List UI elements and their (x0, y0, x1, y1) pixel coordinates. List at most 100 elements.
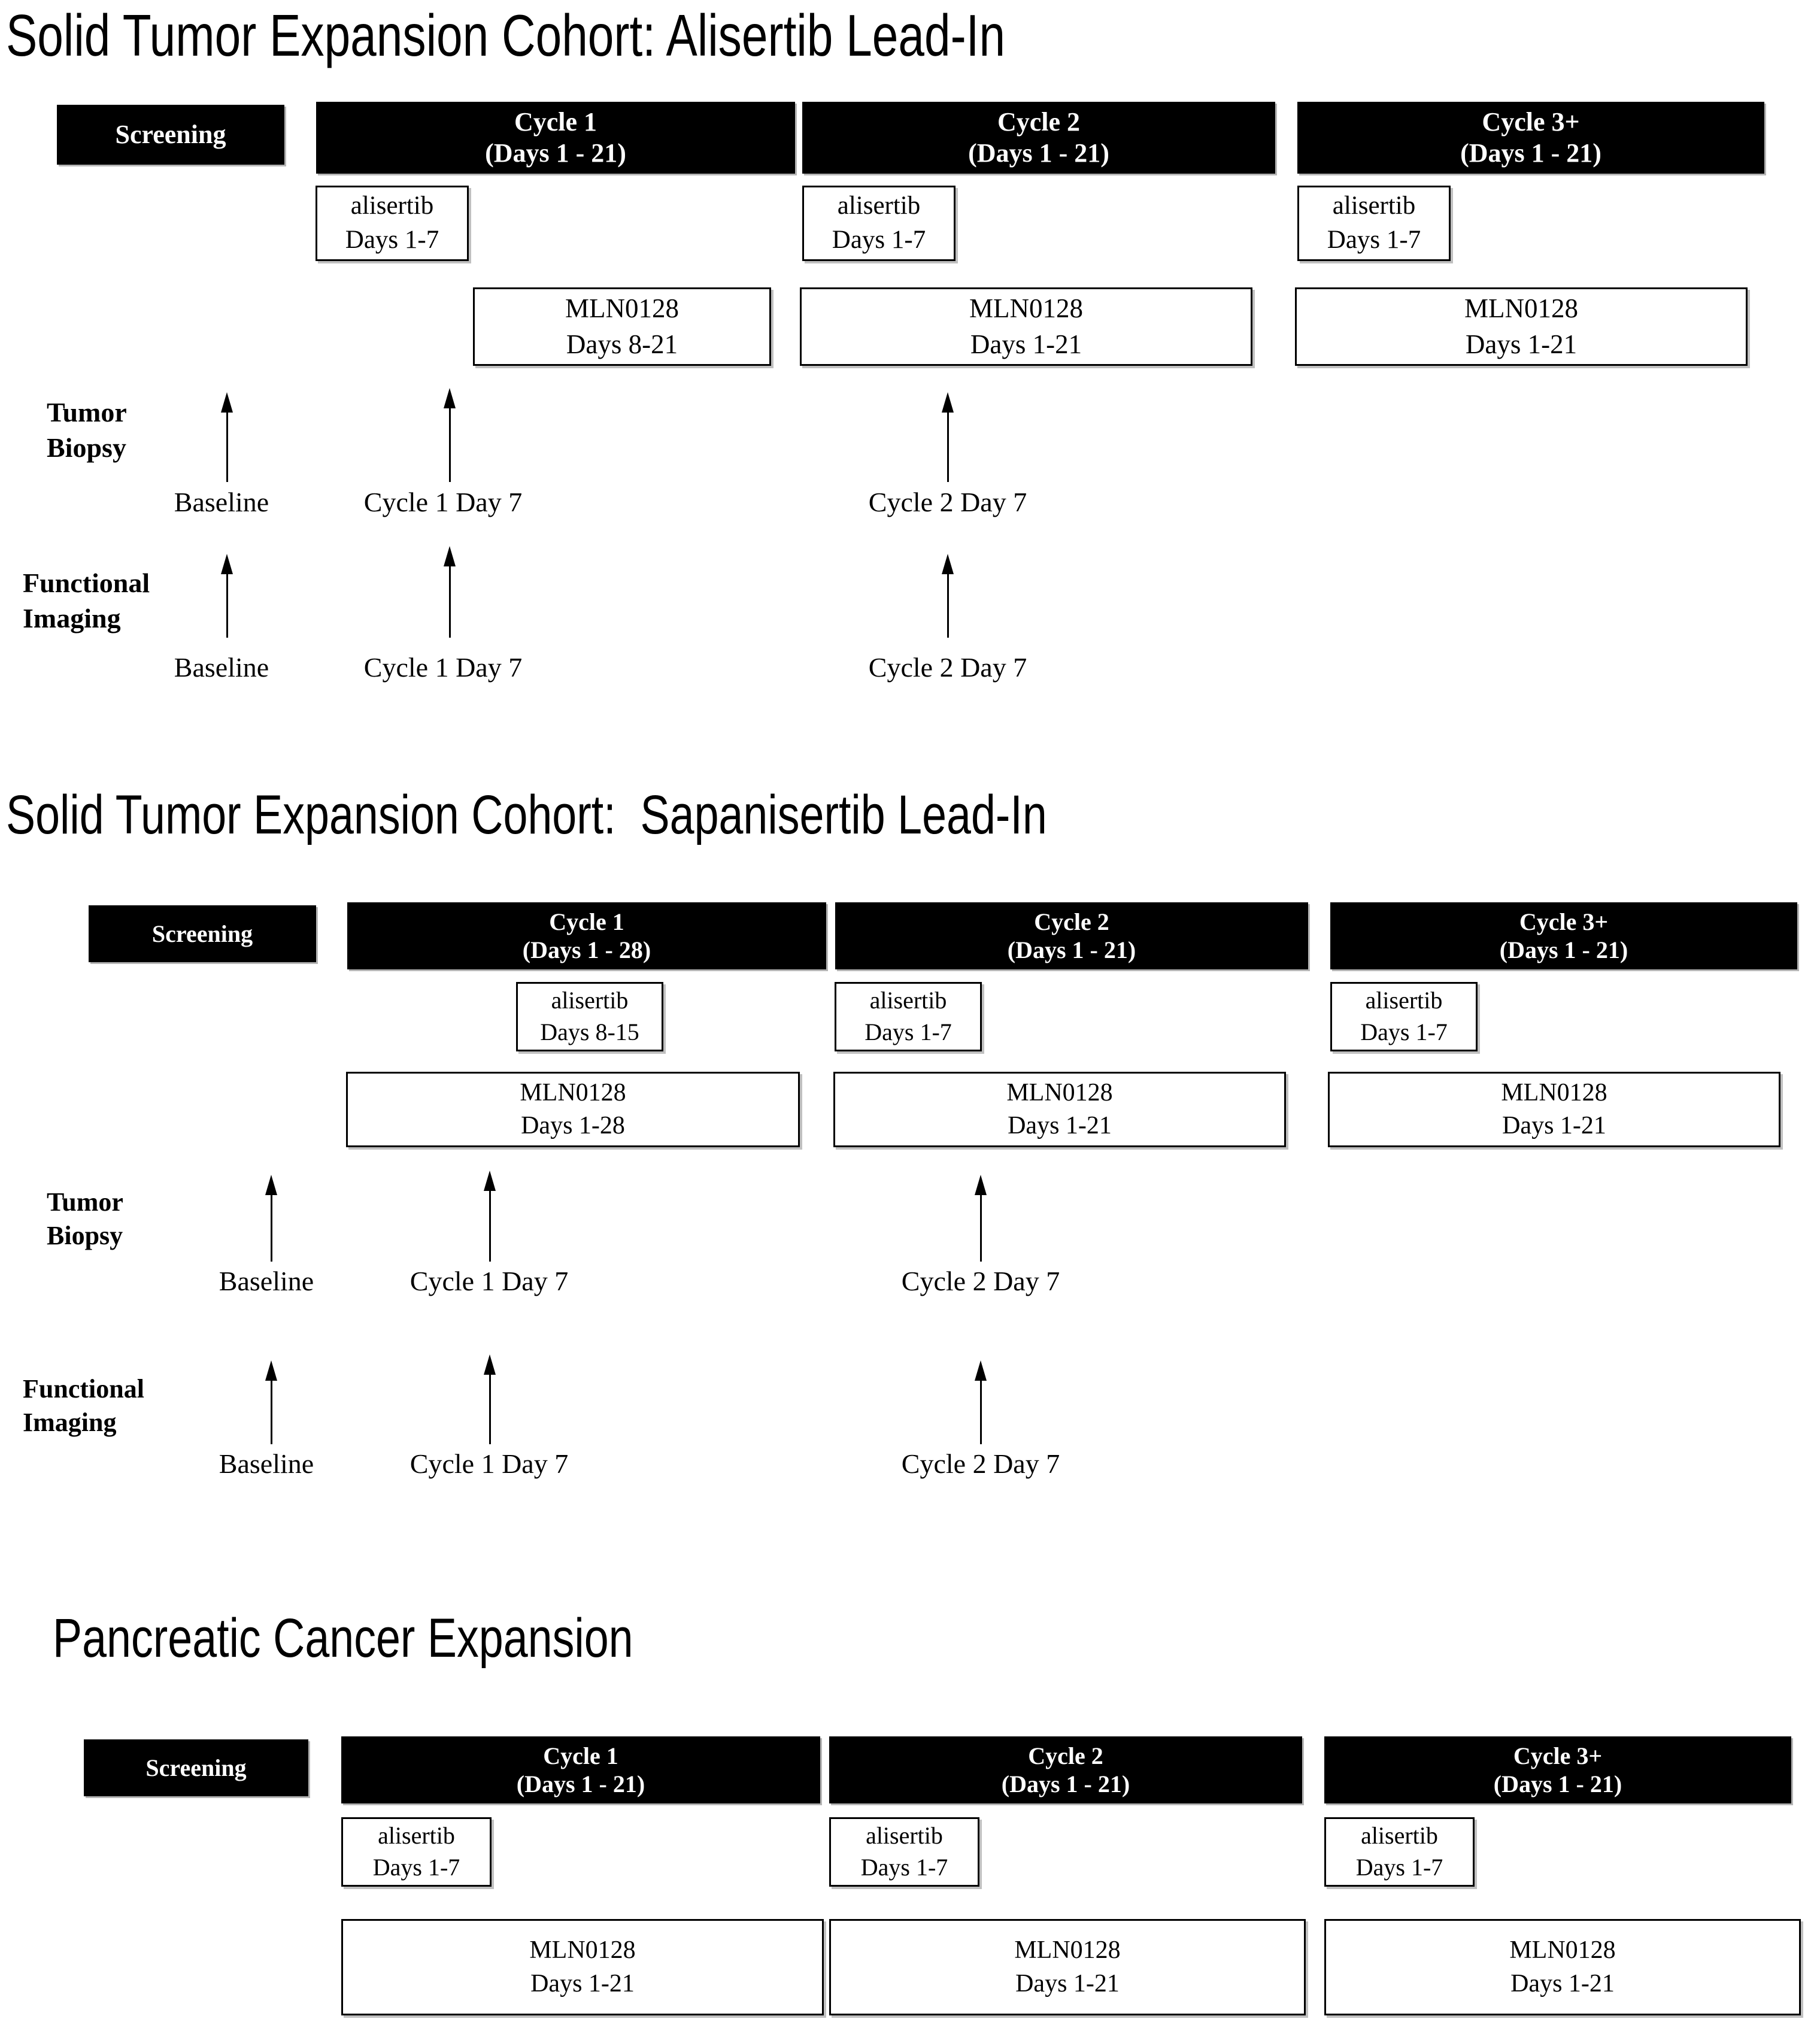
alisertib-days-1-1: Days 1-7 (345, 226, 439, 254)
arrowhead-icon (265, 1175, 277, 1195)
arrow-shaft (980, 1186, 982, 1262)
cycle-header-box-1-3: Cycle 3+ (Days 1 - 21) (1297, 102, 1764, 174)
section-title-sapanisertib: Solid Tumor Expansion Cohort: Sapanisert… (6, 784, 1047, 845)
tumor-biopsy-arrow-1-c1d7 (442, 388, 457, 482)
section-title-pancreatic: Pancreatic Cancer Expansion (53, 1608, 633, 1669)
mln0128-name-3-2: MLN0128 (1014, 1936, 1121, 1965)
arrowhead-icon (221, 554, 233, 574)
cycle-header-box-3-2: Cycle 2 (Days 1 - 21) (829, 1736, 1302, 1803)
alisertib-days-3-3: Days 1-7 (1355, 1854, 1443, 1881)
alisertib-name-1-3: alisertib (1332, 192, 1416, 220)
alisertib-days-2-2: Days 1-7 (864, 1018, 952, 1045)
screening-header-box-1: Screening (57, 105, 284, 165)
arrow-shaft (489, 1365, 491, 1444)
arrow-shaft (226, 565, 228, 638)
alisertib-name-2-3: alisertib (1365, 987, 1443, 1014)
functional-imaging-timepoint-1-c2d7: Cycle 2 Day 7 (868, 652, 1027, 683)
cycle-name-2-1: Cycle 1 (549, 908, 624, 935)
cycle-header-box-1-2: Cycle 2 (Days 1 - 21) (802, 102, 1275, 174)
cycle-days-1-3: (Days 1 - 21) (1460, 138, 1601, 168)
arrow-shaft (271, 1186, 272, 1262)
cycle-name-2-3: Cycle 3+ (1519, 908, 1609, 935)
cycle-header-box-1-1: Cycle 1 (Days 1 - 21) (316, 102, 795, 174)
mln0128-name-1-1: MLN0128 (565, 293, 679, 324)
screening-header-box-2: Screening (89, 905, 316, 962)
cycle-name-3-3: Cycle 3+ (1513, 1742, 1603, 1769)
alisertib-box-3-2: alisertib Days 1-7 (829, 1817, 979, 1887)
alisertib-box-2-1: alisertib Days 8-15 (516, 982, 663, 1051)
arrow-shaft (449, 557, 451, 638)
alisertib-name-2-1: alisertib (551, 987, 629, 1014)
arrow-shaft (489, 1181, 491, 1262)
assessment-label-functional-imaging-1: Functional Imaging (23, 568, 150, 633)
mln0128-name-2-3: MLN0128 (1501, 1078, 1607, 1107)
mln0128-days-3-1: Days 1-21 (530, 1969, 635, 1997)
cycle-name-3-1: Cycle 1 (543, 1742, 618, 1769)
functional-imaging-timepoint-2-baseline: Baseline (219, 1448, 314, 1479)
functional-imaging-arrow-1-c2d7 (940, 554, 956, 638)
tumor-biopsy-timepoint-1-c2d7: Cycle 2 Day 7 (868, 487, 1027, 517)
screening-label-1: Screening (115, 120, 226, 150)
functional-imaging-arrow-2-baseline (263, 1360, 279, 1444)
functional-imaging-arrow-1-baseline (219, 554, 235, 638)
arrowhead-icon (975, 1360, 987, 1381)
alisertib-days-2-1: Days 8-15 (540, 1018, 639, 1045)
alisertib-days-3-2: Days 1-7 (860, 1854, 948, 1881)
arrow-shaft (449, 399, 451, 482)
alisertib-name-1-2: alisertib (837, 192, 921, 220)
mln0128-days-1-1: Days 8-21 (566, 329, 678, 359)
mln0128-days-2-3: Days 1-21 (1502, 1112, 1606, 1139)
cycle-days-2-3: (Days 1 - 21) (1499, 936, 1628, 963)
cycle-days-3-2: (Days 1 - 21) (1001, 1771, 1130, 1797)
mln0128-name-3-3: MLN0128 (1509, 1936, 1616, 1965)
arrowhead-icon (942, 392, 954, 413)
alisertib-box-2-2: alisertib Days 1-7 (835, 982, 982, 1051)
mln0128-box-3-3: MLN0128 Days 1-21 (1324, 1919, 1801, 2015)
assessment-label-tumor-biopsy-1: Tumor Biopsy (47, 397, 127, 463)
mln0128-days-3-3: Days 1-21 (1510, 1969, 1615, 1997)
alisertib-name-2-2: alisertib (869, 987, 947, 1014)
cycle-days-3-3: (Days 1 - 21) (1493, 1771, 1622, 1797)
tumor-biopsy-timepoint-1-c1d7: Cycle 1 Day 7 (363, 487, 523, 517)
arrow-shaft (947, 403, 949, 482)
tumor-biopsy-arrow-1-c2d7 (940, 392, 956, 482)
screening-label-2: Screening (151, 920, 253, 947)
alisertib-days-1-3: Days 1-7 (1327, 226, 1421, 254)
arrow-shaft (947, 565, 949, 638)
tumor-biopsy-arrow-1-baseline (219, 392, 235, 482)
arrow-shaft (271, 1371, 272, 1444)
mln0128-box-1-1: MLN0128 Days 8-21 (473, 287, 771, 366)
alisertib-box-3-1: alisertib Days 1-7 (341, 1817, 492, 1887)
mln0128-box-3-1: MLN0128 Days 1-21 (341, 1919, 824, 2015)
cycle-name-1-2: Cycle 2 (997, 107, 1081, 137)
assessment-label-functional-imaging-2: Functional Imaging (23, 1374, 144, 1438)
functional-imaging-arrow-1-c1d7 (442, 546, 457, 638)
functional-imaging-arrow-2-c2d7 (973, 1360, 988, 1444)
screening-header-box-3: Screening (84, 1739, 308, 1796)
mln0128-name-1-2: MLN0128 (969, 293, 1083, 324)
arrowhead-icon (975, 1175, 987, 1195)
mln0128-box-2-1: MLN0128 Days 1-28 (346, 1072, 800, 1147)
arrowhead-icon (444, 388, 456, 408)
mln0128-box-2-2: MLN0128 Days 1-21 (833, 1072, 1286, 1147)
tumor-biopsy-arrow-2-baseline (263, 1175, 279, 1262)
cycle-header-box-3-3: Cycle 3+ (Days 1 - 21) (1324, 1736, 1791, 1803)
arrowhead-icon (484, 1171, 496, 1191)
alisertib-box-1-2: alisertib Days 1-7 (802, 186, 956, 261)
alisertib-name-3-2: alisertib (866, 1822, 943, 1850)
functional-imaging-timepoint-2-c2d7: Cycle 2 Day 7 (901, 1448, 1060, 1479)
mln0128-days-1-3: Days 1-21 (1465, 329, 1578, 359)
alisertib-box-3-3: alisertib Days 1-7 (1324, 1817, 1475, 1887)
mln0128-days-2-2: Days 1-21 (1008, 1112, 1112, 1139)
tumor-biopsy-timepoint-2-c1d7: Cycle 1 Day 7 (410, 1266, 569, 1296)
alisertib-name-3-1: alisertib (378, 1822, 455, 1850)
arrow-shaft (226, 403, 228, 482)
cycle-header-box-3-1: Cycle 1 (Days 1 - 21) (341, 1736, 820, 1803)
mln0128-box-3-2: MLN0128 Days 1-21 (829, 1919, 1306, 2015)
mln0128-box-2-3: MLN0128 Days 1-21 (1328, 1072, 1780, 1147)
cycle-name-1-1: Cycle 1 (514, 107, 597, 137)
cycle-days-2-1: (Days 1 - 28) (522, 936, 651, 963)
mln0128-days-3-2: Days 1-21 (1015, 1969, 1120, 1997)
alisertib-box-2-3: alisertib Days 1-7 (1330, 982, 1478, 1051)
cycle-header-box-2-2: Cycle 2 (Days 1 - 21) (835, 902, 1308, 969)
